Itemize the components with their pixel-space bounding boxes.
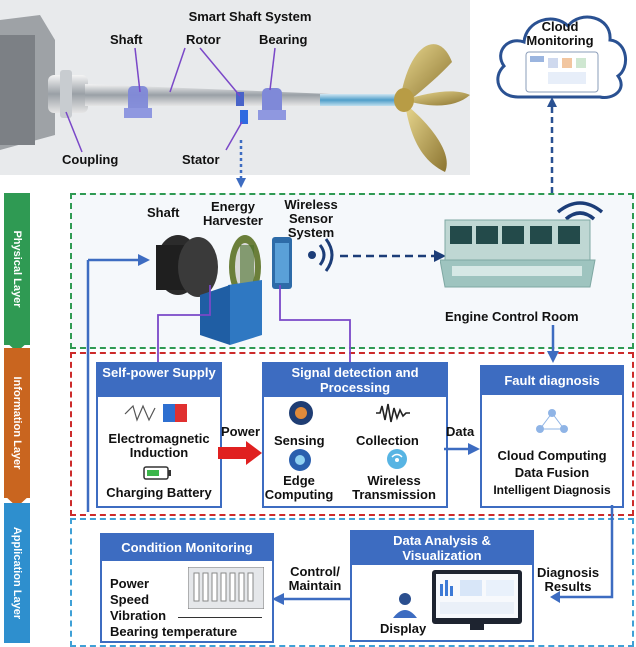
edge-computing-icon xyxy=(289,449,311,471)
power-label: Power xyxy=(221,424,261,439)
information-chevron xyxy=(4,495,30,507)
wireless-transmission-icon xyxy=(387,449,407,469)
analyst-icon xyxy=(393,593,417,618)
engine-room-label: Engine Control Room xyxy=(445,309,579,324)
analysis-title: Data Analysis & Visualization xyxy=(352,532,532,565)
data-label: Data xyxy=(446,424,475,439)
harvester-illustration xyxy=(156,235,334,345)
fault-item-1: Cloud Computing xyxy=(497,448,607,463)
electromagnetic-label: Electromagnetic Induction xyxy=(108,431,210,460)
condition-item-power: Power xyxy=(110,576,150,591)
physical-chevron xyxy=(4,340,30,352)
energy-harvester-label: Energy Harvester xyxy=(203,199,263,228)
engine-to-fault-arrow xyxy=(547,325,559,363)
cloud-label: Cloud Monitoring xyxy=(526,19,594,48)
photo-down-arrow xyxy=(236,140,246,188)
rotor-label: Rotor xyxy=(186,32,221,47)
condition-item-bearing-temp: Bearing temperature xyxy=(110,624,238,639)
control-arrow xyxy=(272,593,350,605)
vibration-line xyxy=(178,617,262,618)
collection-icon xyxy=(376,403,410,423)
self-power-title: Self-power Supply xyxy=(98,364,220,397)
sensing-icon xyxy=(289,401,313,425)
coupling-label: Coupling xyxy=(62,152,119,167)
application-layer-label: Application Layer xyxy=(11,526,23,620)
bearing-label: Bearing xyxy=(259,32,308,47)
wireless-link-arrow xyxy=(340,250,446,262)
information-layer-tab: Information Layer xyxy=(4,348,30,498)
wireless-transmission-label: Wireless Transmission xyxy=(352,473,436,502)
fault-box: Fault diagnosis Cloud Computing Data Fus… xyxy=(480,365,624,508)
self-power-box: Self-power Supply Electromagnetic Induct… xyxy=(96,362,222,508)
engine-control-room xyxy=(440,201,604,288)
information-layer-label: Information Layer xyxy=(11,376,23,470)
physical-layer-label: Physical Layer xyxy=(11,230,23,308)
condition-item-speed: Speed xyxy=(110,592,150,607)
harvester-connectors xyxy=(157,285,351,363)
condition-box: Condition Monitoring Power Speed Vibrati… xyxy=(100,533,274,643)
wireless-sensor-label: Wireless Sensor System xyxy=(284,197,338,240)
induction-icon xyxy=(124,404,187,422)
system-title: Smart Shaft System xyxy=(188,9,312,24)
signal-title: Signal detection and Processing xyxy=(264,364,446,397)
collection-label: Collection xyxy=(356,433,419,448)
analysis-box: Data Analysis & Visualization Display xyxy=(350,530,534,642)
edge-computing-label: Edge Computing xyxy=(264,473,334,502)
data-arrow xyxy=(444,443,480,455)
feedback-arrow-left xyxy=(86,254,150,512)
visualization-monitor xyxy=(432,570,522,630)
physical-shaft-label: Shaft xyxy=(147,205,180,220)
fault-item-3: Intelligent Diagnosis xyxy=(493,483,611,497)
diagnosis-network-icon xyxy=(536,409,568,433)
physical-layer-tab: Physical Layer xyxy=(4,193,30,345)
stator-label: Stator xyxy=(182,152,220,167)
diagnosis-results-label: Diagnosis Results xyxy=(536,565,600,594)
fault-item-2: Data Fusion xyxy=(514,465,590,480)
battery-label: Charging Battery xyxy=(106,485,212,500)
condition-title: Condition Monitoring xyxy=(102,535,272,561)
fault-title: Fault diagnosis xyxy=(482,367,622,395)
diagnosis-results-arrow xyxy=(550,505,614,603)
power-arrow xyxy=(218,441,262,465)
sensing-label: Sensing xyxy=(274,433,325,448)
shaft-illustration xyxy=(0,0,470,175)
application-region xyxy=(70,518,634,647)
shaft-label: Shaft xyxy=(110,32,143,47)
battery-icon xyxy=(143,466,171,480)
control-maintain-label: Control/ Maintain xyxy=(288,564,342,593)
shaft-photo xyxy=(0,0,470,175)
display-label: Display xyxy=(380,621,427,636)
cloud-monitoring xyxy=(496,15,627,100)
signal-box: Signal detection and Processing Sensing … xyxy=(262,362,448,508)
monitoring-panel xyxy=(188,567,264,609)
condition-item-vibration: Vibration xyxy=(110,608,167,623)
application-layer-tab: Application Layer xyxy=(4,503,30,643)
information-region xyxy=(70,352,634,516)
